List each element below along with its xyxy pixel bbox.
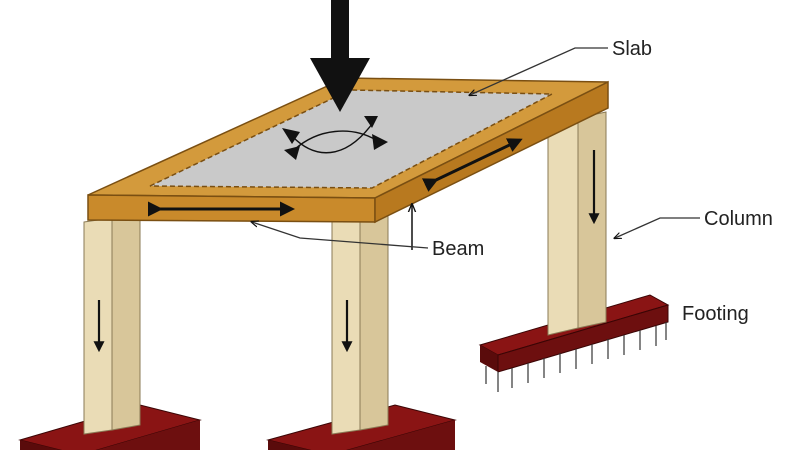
load-arrow-icon xyxy=(310,0,370,112)
column-down-arrows-icon xyxy=(93,150,600,353)
column-back-right xyxy=(547,111,607,336)
column-front-left xyxy=(83,212,141,435)
beam-label: Beam xyxy=(432,238,484,260)
footing-label: Footing xyxy=(682,303,749,325)
slab-bending-arrows-icon xyxy=(282,116,388,160)
footing-spikes xyxy=(485,322,667,392)
slab xyxy=(149,89,553,189)
slab-label: Slab xyxy=(612,38,652,60)
beam-force-arrows-icon xyxy=(148,138,523,217)
column-front-middle xyxy=(331,212,389,435)
leader-lines xyxy=(252,47,700,249)
column-label: Column xyxy=(704,208,773,230)
